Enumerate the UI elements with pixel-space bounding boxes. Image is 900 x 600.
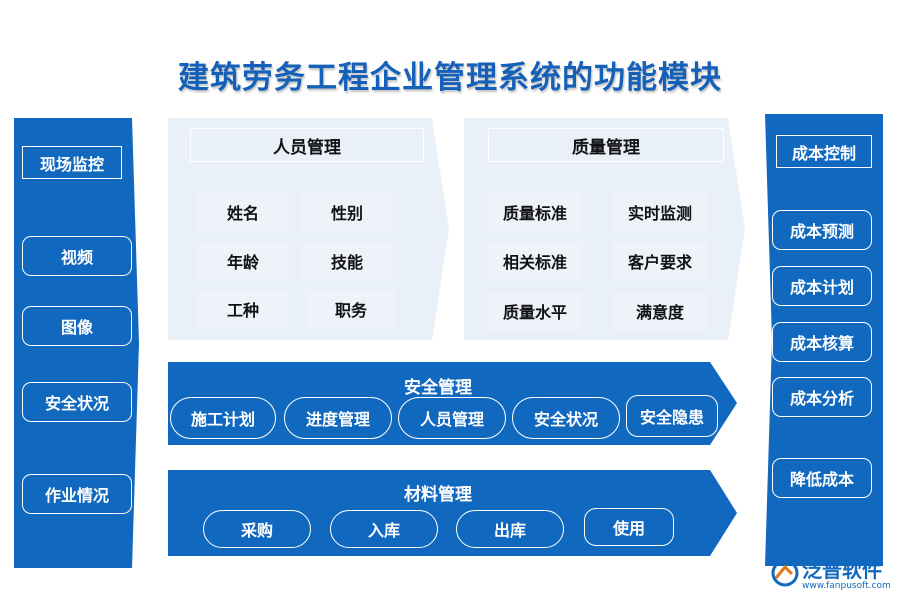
quality-item-monitoring: 实时监测 (612, 193, 708, 231)
left-item-safety-status: 安全状况 (22, 382, 132, 422)
left-column-shape (14, 118, 139, 568)
brand-logo-icon (771, 559, 799, 587)
quality-header: 质量管理 (488, 128, 724, 162)
personnel-item-skill: 技能 (302, 242, 392, 280)
quality-item-related-standard: 相关标准 (488, 242, 582, 280)
brand-logo-url: www.fanpusoft.com (802, 581, 891, 591)
brand-logo-name: 泛普软件 (802, 558, 882, 582)
materials-item-purchase: 采购 (203, 510, 311, 548)
materials-item-stock-out: 出库 (456, 510, 564, 548)
personnel-item-age: 年龄 (198, 242, 288, 280)
safety-item-hazard: 安全隐患 (626, 395, 718, 437)
safety-band-shape (168, 362, 737, 445)
diagram-title: 建筑劳务工程企业管理系统的功能模块 (178, 60, 722, 96)
personnel-item-name: 姓名 (198, 193, 288, 231)
quality-panel-shape (464, 118, 745, 340)
right-item-cost-accounting: 成本核算 (772, 322, 872, 362)
left-item-work-status: 作业情况 (22, 474, 132, 514)
quality-item-level: 质量水平 (488, 292, 582, 330)
safety-header: 安全管理 (404, 378, 472, 398)
right-column-shape (765, 114, 883, 566)
left-item-image: 图像 (22, 306, 132, 346)
quality-item-standard: 质量标准 (488, 193, 582, 231)
right-item-cost-analysis: 成本分析 (772, 377, 872, 417)
right-item-cost-plan: 成本计划 (772, 266, 872, 306)
safety-item-personnel: 人员管理 (398, 397, 506, 439)
materials-item-stock-in: 入库 (330, 510, 438, 548)
personnel-item-gender: 性别 (302, 193, 392, 231)
personnel-item-job-type: 工种 (198, 290, 288, 328)
personnel-header: 人员管理 (190, 128, 424, 162)
quality-item-customer-req: 客户要求 (612, 242, 708, 280)
quality-item-satisfaction: 满意度 (612, 292, 708, 330)
safety-item-status: 安全状况 (512, 397, 620, 439)
personnel-item-position: 职务 (306, 290, 396, 328)
right-item-cost-reduction: 降低成本 (772, 458, 872, 498)
right-column-header: 成本控制 (776, 135, 872, 168)
right-item-cost-forecast: 成本预测 (772, 210, 872, 250)
materials-item-usage: 使用 (584, 508, 674, 546)
safety-item-construction-plan: 施工计划 (170, 397, 276, 439)
materials-header: 材料管理 (404, 485, 472, 505)
safety-item-progress: 进度管理 (284, 397, 392, 439)
left-column-header: 现场监控 (22, 146, 122, 179)
left-item-video: 视频 (22, 236, 132, 276)
brand-logo: 泛普软件 www.fanpusoft.com (770, 552, 895, 598)
